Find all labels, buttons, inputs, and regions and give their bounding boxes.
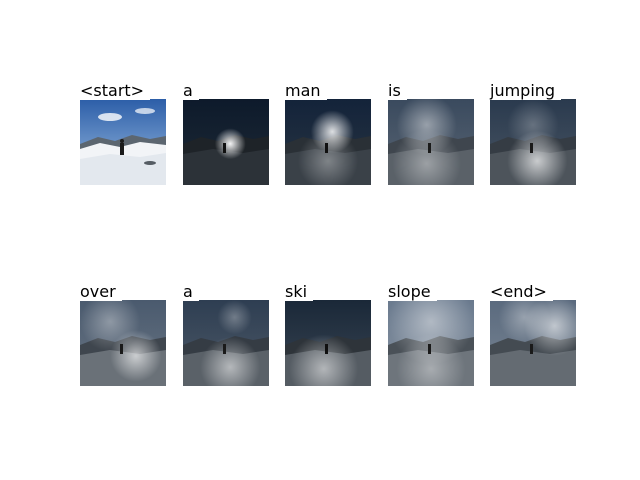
attention-map bbox=[490, 300, 576, 386]
caption-step-4: is bbox=[388, 82, 474, 185]
caption-word: a bbox=[183, 82, 199, 100]
caption-word: jumping bbox=[490, 82, 562, 100]
caption-step-2: a bbox=[183, 82, 269, 185]
snow-scene-original bbox=[80, 99, 166, 185]
caption-step-7: a bbox=[183, 283, 269, 386]
caption-word: ski bbox=[285, 283, 314, 301]
caption-word: <end> bbox=[490, 283, 553, 301]
attention-map bbox=[285, 99, 371, 185]
attention-map bbox=[490, 99, 576, 185]
attention-map bbox=[285, 300, 371, 386]
attention-map bbox=[388, 300, 474, 386]
attention-map bbox=[183, 99, 269, 185]
caption-step-1: <start> bbox=[80, 82, 166, 185]
caption-step-3: man bbox=[285, 82, 371, 185]
caption-word: slope bbox=[388, 283, 437, 301]
caption-word: is bbox=[388, 82, 407, 100]
caption-word: a bbox=[183, 283, 199, 301]
caption-word: <start> bbox=[80, 82, 151, 100]
attention-map bbox=[388, 99, 474, 185]
attention-map bbox=[80, 300, 166, 386]
caption-step-5: jumping bbox=[490, 82, 576, 185]
caption-step-6: over bbox=[80, 283, 166, 386]
caption-step-10: <end> bbox=[490, 283, 576, 386]
caption-step-8: ski bbox=[285, 283, 371, 386]
caption-word: over bbox=[80, 283, 122, 301]
attention-map bbox=[183, 300, 269, 386]
caption-word: man bbox=[285, 82, 327, 100]
caption-step-9: slope bbox=[388, 283, 474, 386]
